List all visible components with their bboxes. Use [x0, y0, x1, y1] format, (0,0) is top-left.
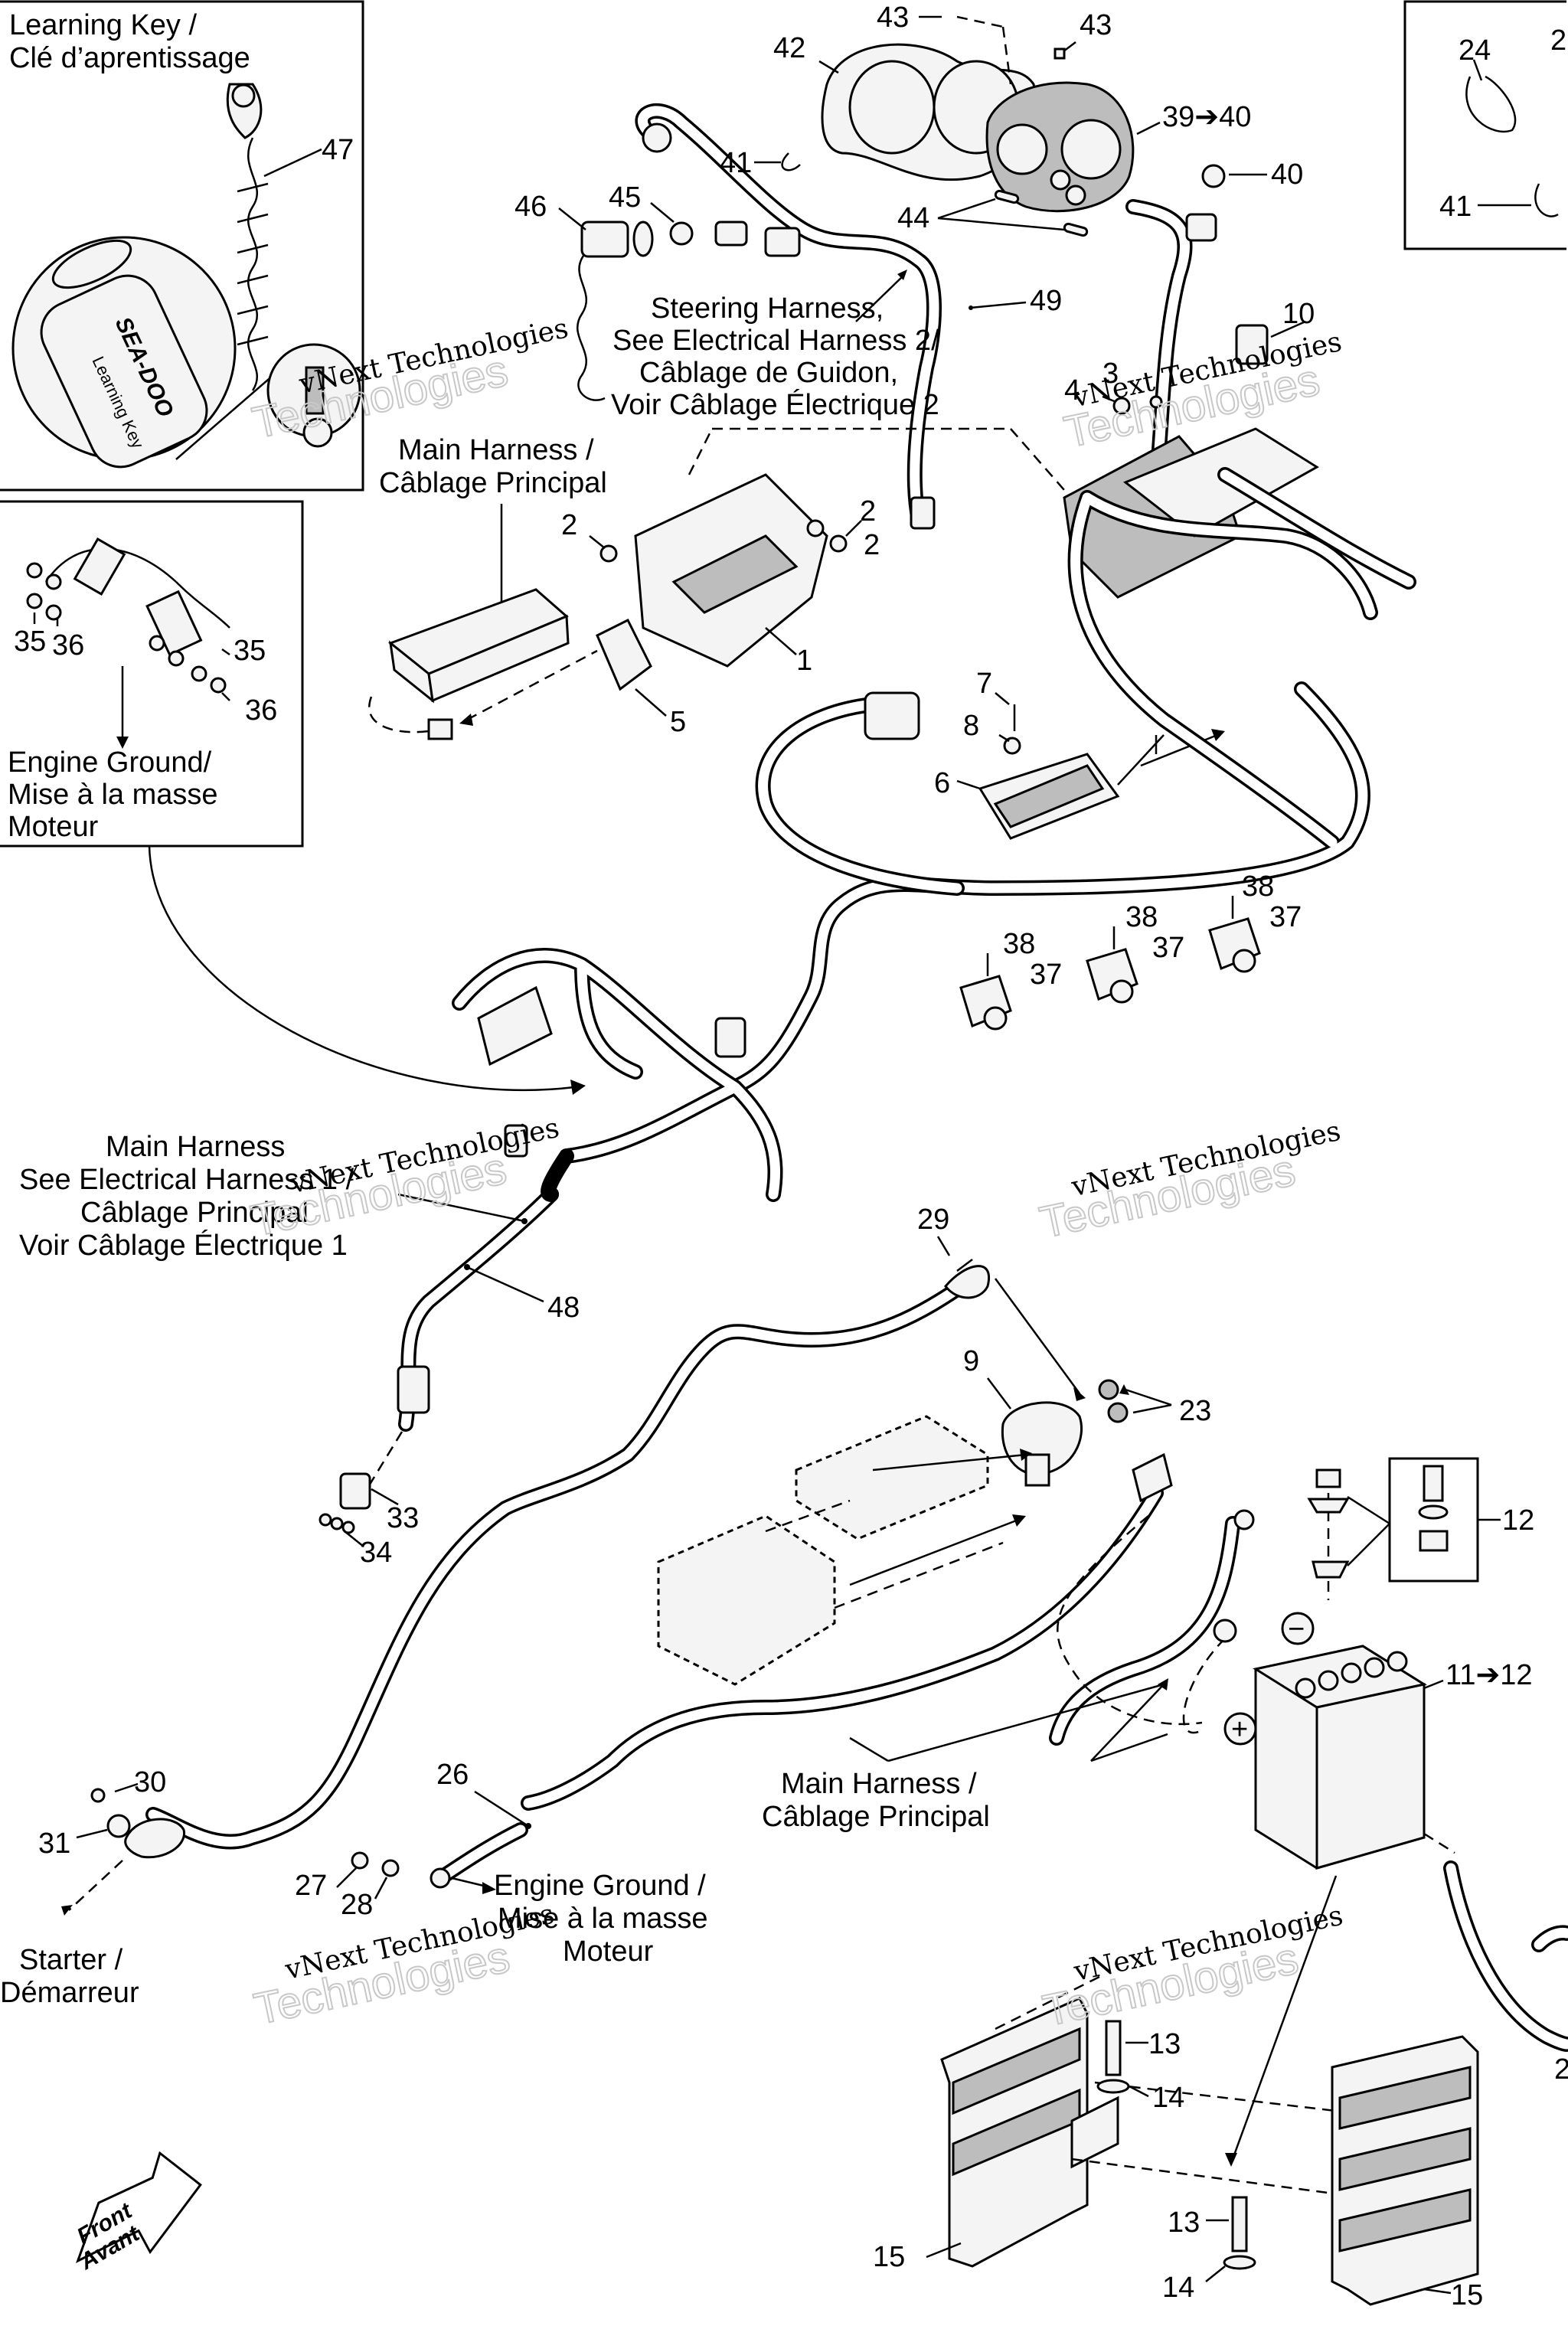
engine-ground-inset: 35 36 35 36 Engine Ground/ Mise à la mas…	[0, 500, 304, 848]
battery-plus-sign: +	[1231, 1713, 1248, 1746]
starter-label-2: Démarreur	[0, 1977, 139, 2009]
callout-14-b: 14	[1162, 2272, 1194, 2304]
callout-2-c: 2	[864, 529, 880, 561]
callout-12: 12	[1502, 1504, 1534, 1537]
engine-ground-bottom-label-2: Mise à la masse	[498, 1903, 708, 1935]
callout-28: 28	[341, 1889, 373, 1921]
callout-2-edge: 2	[1554, 2053, 1568, 2086]
callout-13-a: 13	[1148, 2028, 1181, 2060]
key-post: 46 45	[514, 181, 748, 401]
callout-49: 49	[1030, 285, 1062, 317]
callout-6: 6	[934, 767, 950, 799]
engine-ground-bottom-label-1: Engine Ground /	[494, 1870, 706, 1902]
callout-41-a: 41	[720, 147, 752, 179]
callout-38-a: 38	[1003, 928, 1035, 960]
starter-solenoid-area: 29 23 9	[145, 1204, 1211, 1850]
callout-1: 1	[796, 645, 812, 677]
callout-2-top: 2	[1550, 24, 1566, 57]
callout-43-b: 43	[1080, 9, 1112, 41]
callout-45: 45	[609, 181, 641, 214]
callout-42: 42	[773, 32, 805, 64]
callout-46: 46	[514, 191, 547, 223]
learning-key-inset: Learning Key / Clé d’aprentissage SEA-DO…	[0, 0, 364, 492]
callout-27: 27	[295, 1870, 327, 1902]
cable-clips: 38 37 38 37 38 37	[959, 871, 1302, 1031]
learning-key-label-1: Learning Key /	[9, 9, 197, 41]
callout-8: 8	[963, 710, 979, 742]
main-harness-bottom-label-2: Câblage Principal	[762, 1801, 990, 1833]
steering-harness-label-4: Voir Câblage Électrique 2	[611, 388, 939, 421]
main-harness-top-label-1: Main Harness /	[398, 434, 594, 466]
callout-2-b: 2	[860, 495, 876, 528]
instrument-cluster: 42 43 43 39➔40 40 44	[773, 2, 1303, 237]
battery-brackets: 15 15 13 14 13 14	[873, 1974, 1483, 2311]
callout-7: 7	[976, 668, 992, 700]
steering-harness-label-3: Câblage de Guidon,	[639, 357, 898, 389]
callout-39: 39➔40	[1162, 101, 1251, 133]
callout-23: 23	[1179, 1395, 1211, 1427]
battery: − + 11➔12 12 2	[1223, 1457, 1568, 2167]
callout-10: 10	[1282, 298, 1315, 330]
main-harness-see-label-2: See Electrical Harness 1 /	[19, 1164, 354, 1196]
engine-ground-box-label-3: Moteur	[8, 811, 99, 843]
callout-40: 40	[1271, 158, 1303, 191]
callout-9: 9	[963, 1345, 979, 1377]
callout-41-b: 41	[1439, 191, 1472, 223]
callout-36-a: 36	[52, 629, 84, 662]
steering-harness-label-2: See Electrical Harness 2/	[612, 325, 939, 357]
callout-3: 3	[1102, 358, 1119, 390]
main-harness-wiring: 48 Main Harness See Electrical Harness 1…	[19, 467, 1416, 1569]
callout-5: 5	[670, 706, 686, 738]
engine-ground-bottom-label-3: Moteur	[563, 1936, 654, 1968]
callout-36-b: 36	[245, 694, 277, 727]
callout-47: 47	[322, 134, 354, 166]
steering-harness: 49 Steering Harness, See Electrical Harn…	[611, 103, 1217, 530]
callout-2-a: 2	[561, 509, 577, 541]
callout-30: 30	[134, 1766, 166, 1798]
callout-35-a: 35	[14, 626, 46, 658]
main-harness-see-label-4: Voir Câblage Électrique 1	[19, 1229, 348, 1262]
starter-cable-end: 30 31 Starter / Démarreur	[0, 1766, 185, 2009]
battery-cables: Main Harness / Câblage Principal	[521, 1452, 1255, 1833]
fastener-inset: 24 2 41	[1403, 0, 1566, 250]
starter-label-1: Starter /	[19, 1944, 123, 1976]
engine-ground-cable: 26 27 28 Engine Ground / Mise à la masse…	[295, 1759, 708, 1968]
learning-key-illustration: SEA-DOO Learning Key	[11, 83, 361, 469]
main-harness-see-label-1: Main Harness	[106, 1131, 285, 1163]
callout-24: 24	[1459, 34, 1491, 67]
learning-key-label-2: Clé d’aprentissage	[9, 42, 250, 74]
callout-43-a: 43	[877, 2, 909, 34]
callout-31: 31	[38, 1828, 70, 1860]
callout-14-a: 14	[1152, 2082, 1184, 2114]
steering-harness-label-1: Steering Harness,	[651, 292, 884, 325]
callout-35-b: 35	[234, 635, 266, 667]
callout-15-b: 15	[1451, 2279, 1483, 2311]
main-harness-bottom-label-1: Main Harness /	[781, 1768, 977, 1800]
callout-48: 48	[547, 1292, 580, 1324]
battery-minus-sign: −	[1288, 1613, 1305, 1645]
callout-37-c: 37	[1269, 901, 1302, 933]
callout-37-a: 37	[1030, 959, 1062, 991]
callout-34: 34	[360, 1537, 392, 1569]
relay-area: 10 4 3 6 8 7	[934, 298, 1319, 840]
callout-4: 4	[1064, 374, 1080, 407]
callout-33: 33	[387, 1502, 419, 1534]
callout-26: 26	[436, 1759, 469, 1791]
callout-37-b: 37	[1152, 932, 1184, 964]
callout-15-a: 15	[873, 2241, 905, 2273]
front-arrow: Front Avant	[73, 2151, 202, 2275]
callout-44: 44	[897, 202, 929, 234]
engine-ground-box-label-1: Engine Ground/	[8, 746, 212, 779]
engine-ground-box-label-2: Mise à la masse	[8, 779, 218, 811]
callout-11: 11➔12	[1446, 1659, 1533, 1691]
main-harness-top-label-2: Câblage Principal	[379, 467, 607, 499]
main-harness-top-area: Main Harness / Câblage Principal 1 5 2 2…	[368, 427, 1065, 740]
callout-29: 29	[917, 1204, 949, 1236]
callout-38-c: 38	[1242, 871, 1274, 903]
callout-13-b: 13	[1168, 2207, 1200, 2239]
callout-38-b: 38	[1125, 901, 1158, 933]
main-harness-see-label-3: Câblage Principal	[80, 1197, 309, 1229]
